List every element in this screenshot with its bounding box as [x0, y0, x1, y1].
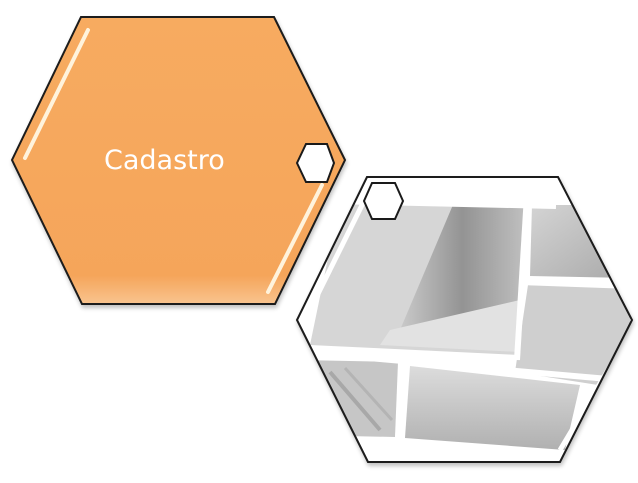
- cadastro-label[interactable]: Cadastro: [104, 145, 225, 176]
- highlight-right: [266, 183, 324, 294]
- image-hexagon[interactable]: [295, 176, 634, 463]
- cadastro-hexagon[interactable]: [10, 16, 347, 305]
- highlight-left: [23, 28, 90, 160]
- image-hexagon-outline: [295, 176, 634, 463]
- cadastro-hexagon-shape[interactable]: [10, 16, 347, 305]
- connector-hexagon-icon[interactable]: [295, 143, 336, 183]
- connector-hexagon-icon[interactable]: [362, 182, 405, 220]
